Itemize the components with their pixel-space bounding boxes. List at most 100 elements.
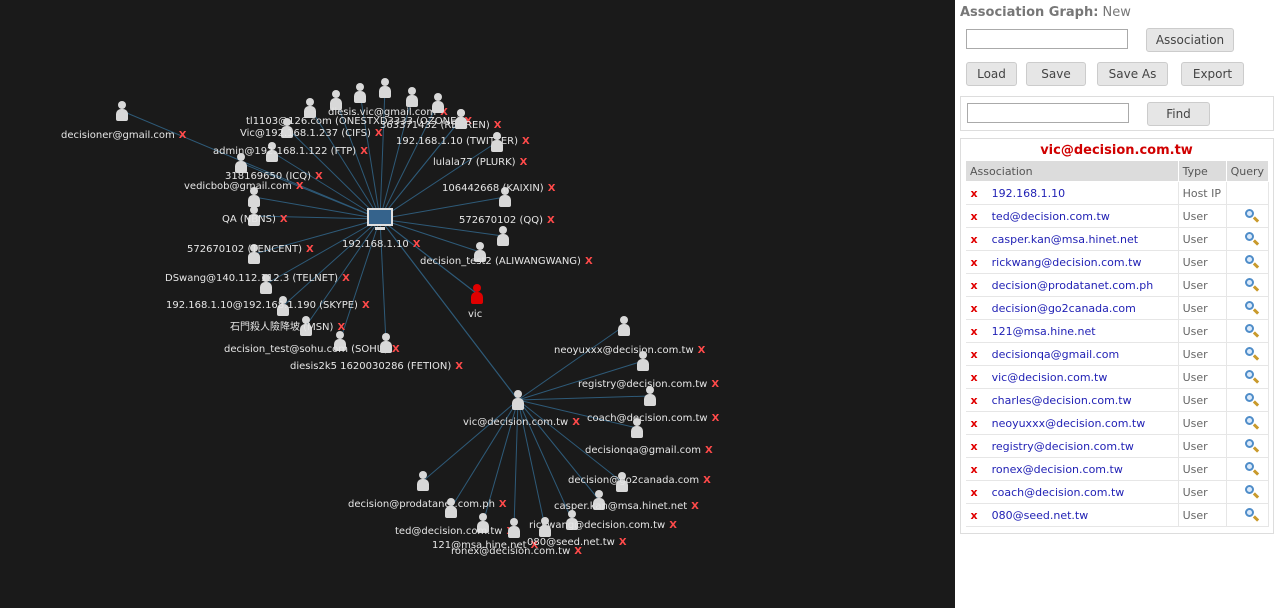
association-link[interactable]: 121@msa.hine.net (981, 319, 1179, 343)
delete-row-icon[interactable]: x (965, 319, 982, 343)
query-magnifier-icon[interactable] (1244, 439, 1259, 453)
save-button[interactable]: Save (1026, 62, 1086, 86)
user-node-icon[interactable] (378, 78, 392, 98)
user-node-icon[interactable] (498, 187, 512, 207)
delete-node-icon[interactable]: X (337, 322, 346, 333)
user-node-icon[interactable] (511, 390, 525, 410)
user-node-icon[interactable] (303, 98, 317, 118)
delete-node-icon[interactable]: X (178, 130, 187, 141)
delete-node-icon[interactable]: X (547, 183, 556, 194)
delete-node-icon[interactable]: X (705, 445, 713, 456)
load-button[interactable]: Load (966, 62, 1017, 86)
association-link[interactable]: registry@decision.com.tw (981, 434, 1179, 458)
association-link[interactable]: decision@prodatanet.com.ph (981, 273, 1179, 297)
user-node-icon[interactable] (416, 471, 430, 491)
user-node-icon[interactable] (276, 296, 290, 316)
delete-node-icon[interactable]: X (584, 256, 593, 267)
query-magnifier-icon[interactable] (1244, 255, 1259, 269)
query-magnifier-icon[interactable] (1244, 462, 1259, 476)
delete-node-icon[interactable]: X (574, 546, 582, 557)
user-node-icon[interactable] (247, 206, 261, 226)
delete-row-icon[interactable]: x (965, 388, 982, 412)
delete-node-icon[interactable]: X (493, 120, 502, 131)
association-link[interactable]: decisionqa@gmail.com (981, 342, 1179, 366)
association-link[interactable]: ted@decision.com.tw (981, 204, 1179, 228)
delete-row-icon[interactable]: x (965, 227, 982, 251)
delete-row-icon[interactable]: x (965, 434, 982, 458)
user-node-icon[interactable] (630, 418, 644, 438)
highlighted-user-node-icon[interactable] (470, 284, 484, 304)
user-node-icon[interactable] (234, 153, 248, 173)
delete-row-icon[interactable]: x (965, 181, 982, 205)
delete-node-icon[interactable]: X (691, 501, 699, 512)
delete-node-icon[interactable]: X (711, 413, 720, 424)
user-node-icon[interactable] (259, 274, 273, 294)
user-node-icon[interactable] (115, 101, 129, 121)
user-node-icon[interactable] (431, 93, 445, 113)
query-magnifier-icon[interactable] (1244, 209, 1259, 223)
delete-node-icon[interactable]: X (361, 300, 370, 311)
user-node-icon[interactable] (476, 513, 490, 533)
association-button[interactable]: Association (1146, 28, 1234, 52)
find-input[interactable] (967, 103, 1129, 123)
delete-node-icon[interactable]: X (440, 107, 448, 118)
save-as-button[interactable]: Save As (1097, 62, 1168, 86)
delete-node-icon[interactable]: X (306, 244, 314, 255)
association-link[interactable]: charles@decision.com.tw (981, 388, 1179, 412)
user-node-icon[interactable] (379, 333, 393, 353)
delete-node-icon[interactable]: X (522, 136, 530, 147)
user-node-icon[interactable] (247, 244, 261, 264)
user-node-icon[interactable] (247, 187, 261, 207)
delete-node-icon[interactable]: X (703, 475, 711, 486)
delete-node-icon[interactable]: X (519, 157, 528, 168)
user-node-icon[interactable] (473, 242, 487, 262)
delete-row-icon[interactable]: x (965, 273, 982, 297)
delete-row-icon[interactable]: x (965, 457, 982, 481)
association-link[interactable]: casper.kan@msa.hinet.net (981, 227, 1179, 251)
user-node-icon[interactable] (636, 351, 650, 371)
delete-node-icon[interactable]: X (572, 417, 580, 428)
delete-node-icon[interactable]: X (360, 146, 368, 157)
delete-node-icon[interactable]: X (697, 345, 706, 356)
association-link[interactable]: 192.168.1.10 (981, 181, 1179, 205)
user-node-icon[interactable] (329, 90, 343, 110)
delete-node-icon[interactable]: X (412, 239, 421, 250)
association-link[interactable]: rickwang@decision.com.tw (981, 250, 1179, 274)
query-magnifier-icon[interactable] (1244, 301, 1259, 315)
delete-node-icon[interactable]: X (279, 214, 288, 225)
delete-node-icon[interactable]: X (315, 171, 323, 182)
delete-row-icon[interactable]: x (965, 411, 982, 435)
delete-node-icon[interactable]: X (618, 537, 627, 548)
delete-node-icon[interactable]: X (711, 379, 720, 390)
export-button[interactable]: Export (1181, 62, 1244, 86)
delete-node-icon[interactable]: X (498, 499, 507, 510)
host-computer-icon[interactable] (366, 207, 394, 233)
association-link[interactable]: neoyuxxx@decision.com.tw (981, 411, 1179, 435)
user-node-icon[interactable] (617, 316, 631, 336)
query-magnifier-icon[interactable] (1244, 508, 1259, 522)
find-button[interactable]: Find (1147, 102, 1210, 126)
user-node-icon[interactable] (615, 472, 629, 492)
user-node-icon[interactable] (405, 87, 419, 107)
delete-row-icon[interactable]: x (965, 250, 982, 274)
delete-row-icon[interactable]: x (965, 204, 982, 228)
association-link[interactable]: ronex@decision.com.tw (981, 457, 1179, 481)
delete-node-icon[interactable]: X (342, 273, 350, 284)
delete-node-icon[interactable]: X (455, 361, 463, 372)
query-magnifier-icon[interactable] (1244, 416, 1259, 430)
association-link[interactable]: vic@decision.com.tw (981, 365, 1179, 389)
user-node-icon[interactable] (496, 226, 510, 246)
query-magnifier-icon[interactable] (1244, 393, 1259, 407)
delete-row-icon[interactable]: x (965, 342, 982, 366)
delete-row-icon[interactable]: x (965, 296, 982, 320)
user-node-icon[interactable] (538, 517, 552, 537)
association-input[interactable] (966, 29, 1128, 49)
user-node-icon[interactable] (592, 490, 606, 510)
user-node-icon[interactable] (565, 510, 579, 530)
user-node-icon[interactable] (507, 518, 521, 538)
user-node-icon[interactable] (299, 316, 313, 336)
user-node-icon[interactable] (490, 132, 504, 152)
delete-row-icon[interactable]: x (965, 480, 982, 504)
delete-node-icon[interactable]: X (530, 540, 539, 551)
user-node-icon[interactable] (454, 109, 468, 129)
